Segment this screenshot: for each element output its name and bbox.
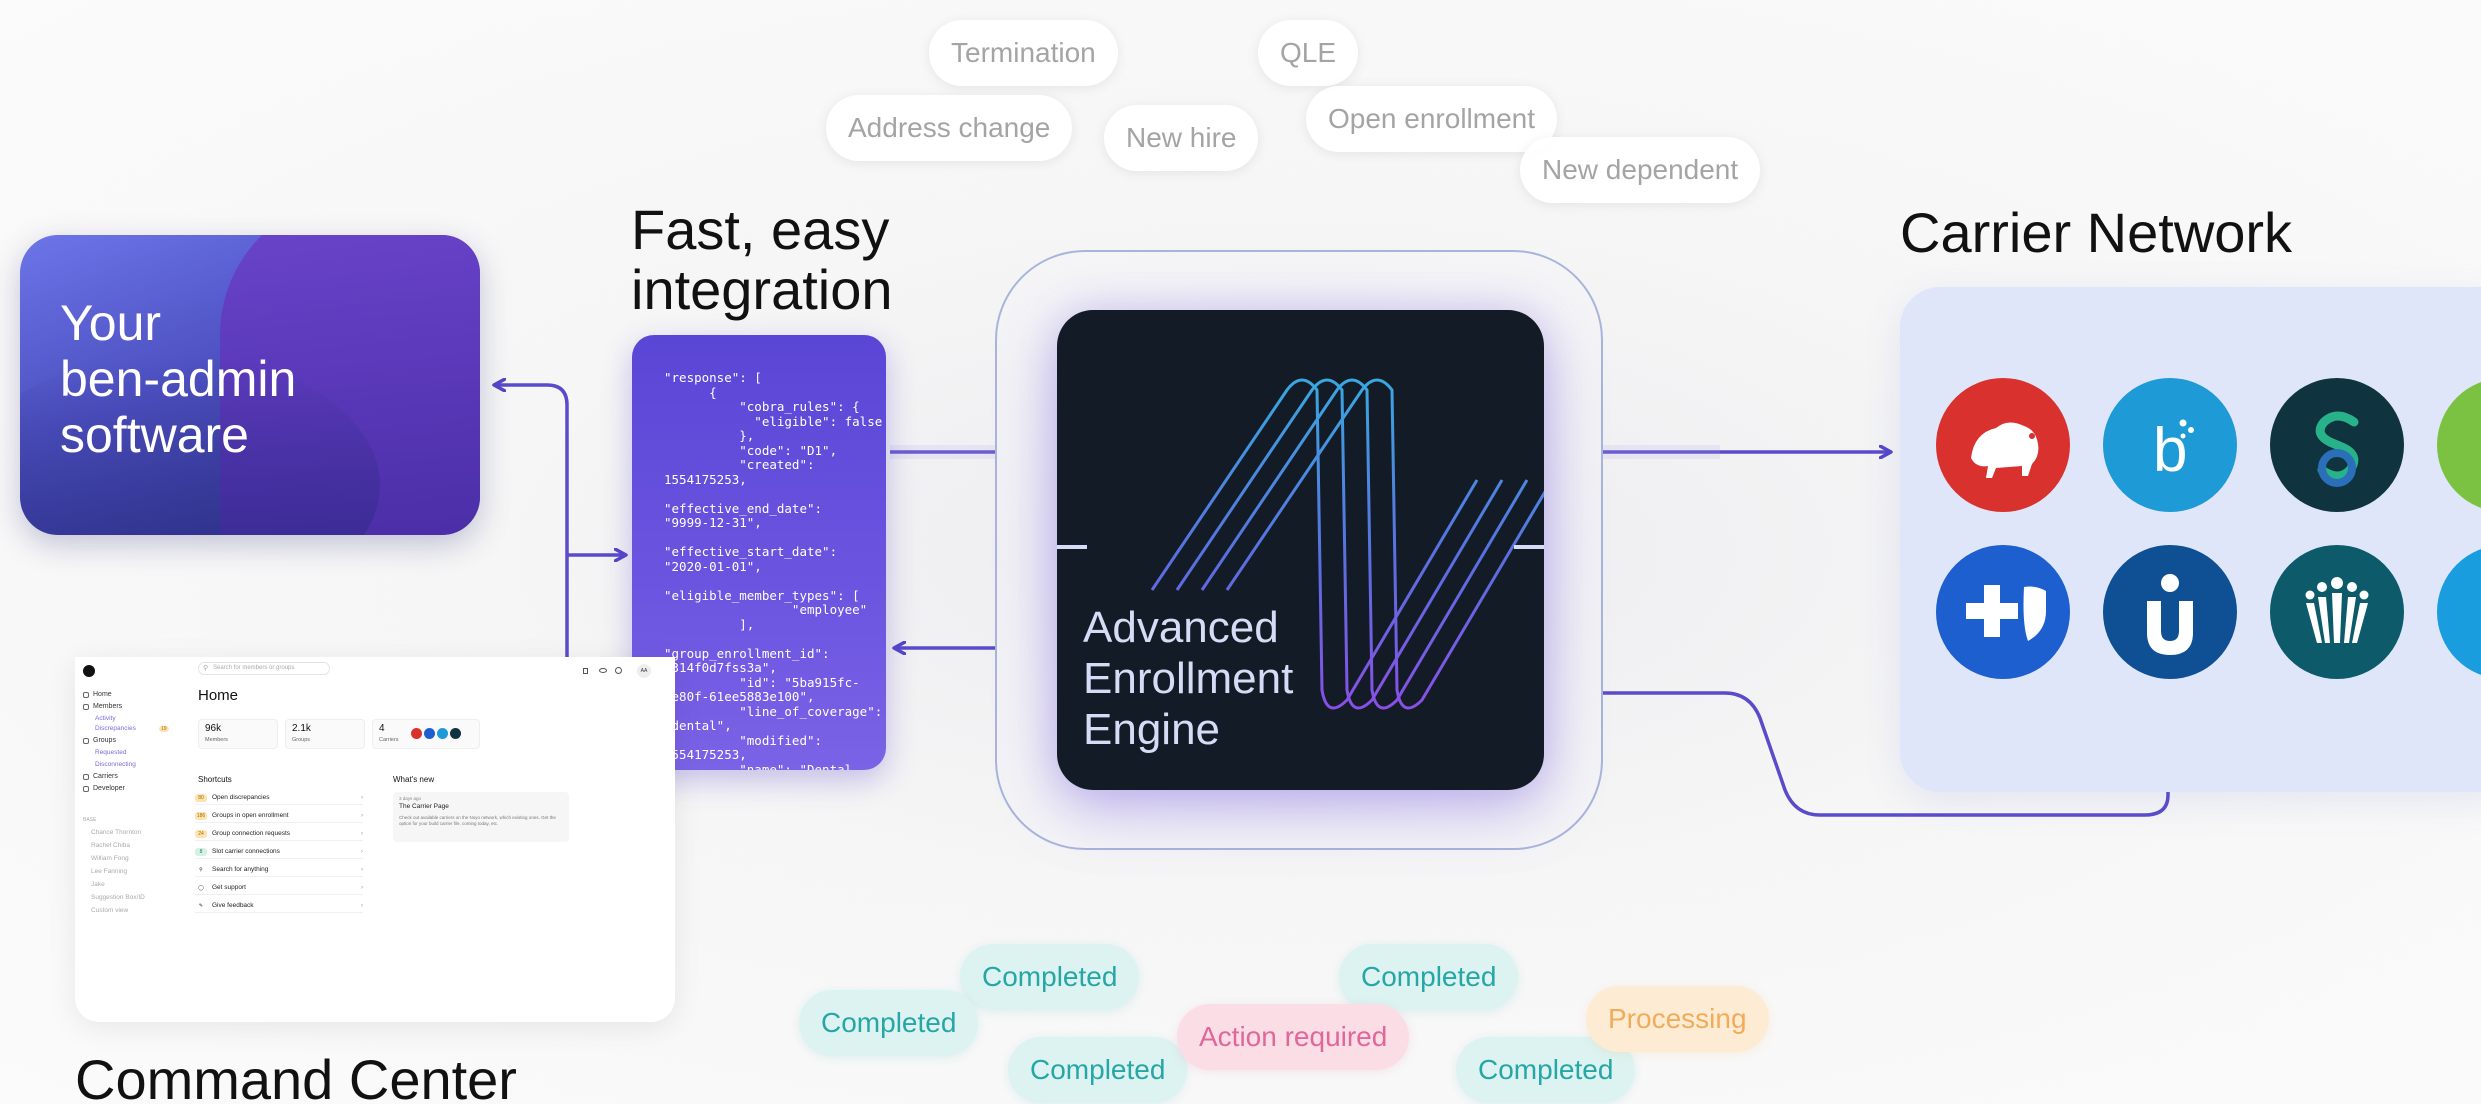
- search-input[interactable]: ⚲ Search for members or groups: [198, 662, 330, 675]
- view-icon[interactable]: [599, 668, 607, 673]
- bison-icon: [1936, 378, 2070, 512]
- search-icon: ⚲: [203, 665, 209, 672]
- home-icon: [83, 691, 89, 698]
- whats-new-title: What's new: [393, 775, 435, 784]
- ben-admin-title: Your ben-admin software: [60, 295, 297, 463]
- json-code-snippet: "response": [ { "cobra_rules": { "eligib…: [664, 370, 883, 770]
- sidebar-item-disconnecting[interactable]: Disconnecting: [95, 761, 136, 768]
- connector-cc-to-benadmin: [495, 385, 569, 657]
- sidebar-item-activity[interactable]: Activity: [95, 715, 116, 722]
- s-link-icon: [2270, 378, 2404, 512]
- shortcuts-title: Shortcuts: [198, 775, 232, 784]
- event-pill-new-dependent: New dependent: [1520, 137, 1761, 203]
- status-pill-completed: Completed: [1339, 944, 1519, 1010]
- green-partial-icon: [2437, 378, 2481, 512]
- sidebar-person[interactable]: William Fong: [91, 855, 129, 862]
- sidebar-person[interactable]: Lee Fanning: [91, 868, 128, 875]
- sidebar-person[interactable]: Chance Thornton: [91, 829, 142, 836]
- carrier-mini-logo: [437, 728, 448, 739]
- svg-text:b: b: [2153, 416, 2187, 485]
- carrier-network-panel: b: [1900, 287, 2481, 792]
- hide-icon[interactable]: [615, 667, 622, 674]
- chevron-right-icon: ›: [360, 866, 363, 873]
- sidebar-link[interactable]: Suggestion Box/ID: [91, 894, 145, 901]
- status-pill-completed: Completed: [799, 990, 979, 1056]
- news-title: The Carrier Page: [399, 803, 449, 810]
- sidebar-person[interactable]: Rachel Chiba: [91, 842, 131, 849]
- developer-icon: [83, 785, 89, 792]
- integration-heading: Fast, easy integration: [631, 198, 893, 321]
- status-pill-completed: Completed: [960, 944, 1140, 1010]
- sidebar-link[interactable]: Custom view: [91, 907, 129, 914]
- carriers-icon: [83, 773, 89, 780]
- sidebar-item-groups[interactable]: Groups: [83, 737, 116, 744]
- sidebar-section-label: BASE: [83, 817, 97, 823]
- carrier-mini-logo: [450, 728, 461, 739]
- ben-admin-card: Your ben-admin software: [20, 235, 480, 535]
- blue-partial-icon: [2437, 545, 2481, 679]
- groups-icon: [83, 737, 89, 744]
- b-dots-icon: b: [2103, 378, 2237, 512]
- search-placeholder: Search for members or groups: [213, 665, 295, 671]
- sidebar-item-requested[interactable]: Requested: [95, 749, 127, 756]
- avatar[interactable]: AA: [637, 664, 651, 678]
- chevron-right-icon: ›: [360, 830, 363, 837]
- news-card[interactable]: 3 days ago The Carrier Page Check out av…: [393, 792, 569, 842]
- event-pill-termination: Termination: [929, 20, 1118, 86]
- search-icon: ⚲: [199, 867, 203, 873]
- chevron-right-icon: ›: [360, 812, 363, 819]
- enrollment-engine-card: Advanced Enrollment Engine: [1057, 310, 1544, 790]
- bookmark-icon[interactable]: [583, 668, 588, 674]
- u-person-icon: [2103, 545, 2237, 679]
- people-arch-icon: [2270, 545, 2404, 679]
- engine-logo-icon: [1057, 378, 1544, 710]
- sidebar-person[interactable]: Jake: [91, 881, 105, 888]
- chevron-right-icon: ›: [360, 884, 363, 891]
- support-icon: ◯: [198, 885, 204, 891]
- shortcut-row[interactable]: ◯Get support›: [195, 882, 363, 895]
- sidebar-item-carriers[interactable]: Carriers: [83, 773, 118, 780]
- status-pill-completed: Completed: [1008, 1037, 1188, 1103]
- carrier-mini-logo: [424, 728, 435, 739]
- page-title: Home: [198, 687, 239, 704]
- chevron-right-icon: ›: [360, 794, 363, 801]
- sidebar-item-members[interactable]: Members: [83, 703, 122, 710]
- members-icon: [83, 703, 89, 710]
- event-pill-address-change: Address change: [826, 95, 1073, 161]
- feedback-icon: ✎: [198, 903, 204, 909]
- engine-label: Advanced Enrollment Engine: [1083, 603, 1294, 754]
- news-body: Check out available carriers on the Noyo…: [399, 815, 556, 826]
- carrier-network-heading: Carrier Network: [1900, 201, 2293, 264]
- carrier-mini-logo: [411, 728, 422, 739]
- sidebar-item-home[interactable]: Home: [83, 691, 112, 698]
- status-pill-action-required: Action required: [1177, 1004, 1410, 1070]
- chevron-right-icon: ›: [360, 902, 363, 909]
- cross-shield-icon: [1936, 545, 2070, 679]
- command-center-app: ⚲ Search for members or groups AA Home M…: [75, 657, 675, 1022]
- chevron-right-icon: ›: [360, 848, 363, 855]
- command-center-heading: Command Center: [75, 1048, 517, 1104]
- sidebar-item-developer[interactable]: Developer: [83, 785, 125, 792]
- shortcut-row[interactable]: ⚲Search for anything›: [195, 864, 363, 877]
- status-pill-processing: Processing: [1586, 986, 1769, 1052]
- discrepancies-badge: 19: [159, 726, 169, 732]
- shortcut-row[interactable]: ✎Give feedback›: [195, 900, 363, 913]
- event-pill-open-enrollment: Open enrollment: [1306, 86, 1558, 152]
- event-pill-new-hire: New hire: [1104, 105, 1259, 171]
- app-logo-icon: [83, 665, 95, 677]
- news-date: 3 days ago: [399, 796, 422, 801]
- sidebar-item-discrepancies[interactable]: Discrepancies: [95, 725, 136, 732]
- event-pill-qle: QLE: [1258, 20, 1359, 86]
